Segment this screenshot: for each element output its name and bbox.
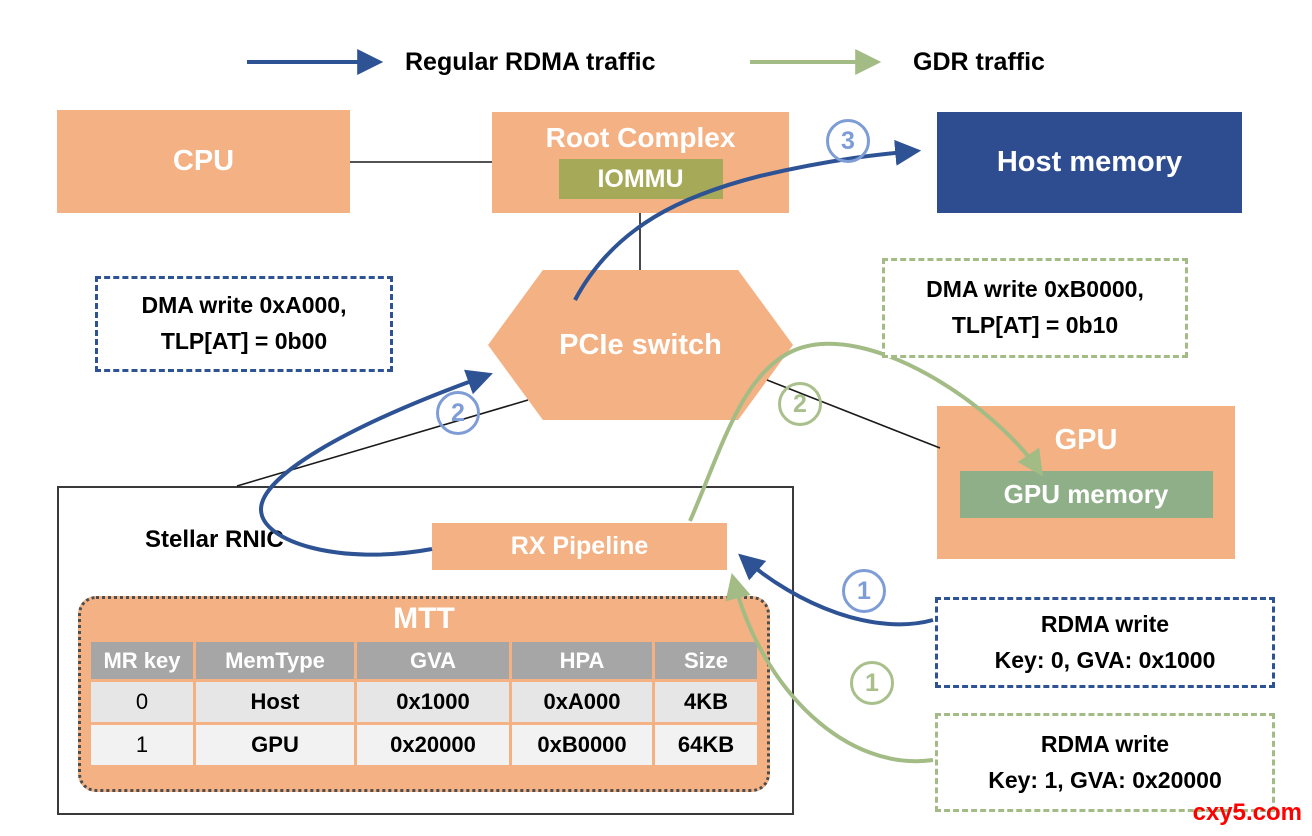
callout-dma-gpu: DMA write 0xB0000, TLP[AT] = 0b10: [882, 258, 1188, 358]
mtt-panel: MTT MR key MemType GVA HPA Size 0 Host 0…: [78, 596, 770, 792]
root-complex-label: Root Complex: [545, 122, 736, 153]
mtt-table: MR key MemType GVA HPA Size 0 Host 0x100…: [88, 639, 760, 768]
mtt-header-gva: GVA: [357, 642, 509, 679]
callout-line: Key: 1, GVA: 0x20000: [988, 766, 1222, 793]
mtt-cell: 0x1000: [357, 682, 509, 722]
mtt-cell: 64KB: [655, 725, 757, 765]
mtt-header-hpa: HPA: [512, 642, 652, 679]
mtt-header-mrkey: MR key: [91, 642, 193, 679]
callout-dma-host: DMA write 0xA000, TLP[AT] = 0b00: [95, 276, 393, 372]
callout-line: RDMA write: [1040, 610, 1170, 637]
mtt-cell: 0x20000: [357, 725, 509, 765]
mtt-cell: 0: [91, 682, 193, 722]
cpu-label: CPU: [172, 145, 235, 177]
pcie-switch-hexagon: PCIe switch: [488, 270, 793, 420]
mtt-cell: 1: [91, 725, 193, 765]
gpu-memory-box: GPU memory: [959, 471, 1213, 518]
mtt-cell: 4KB: [655, 682, 757, 722]
host-memory-box: Host memory: [937, 112, 1242, 213]
host-memory-label: Host memory: [996, 146, 1183, 178]
mtt-cell: 0xA000: [512, 682, 652, 722]
mtt-cell: 0xB0000: [512, 725, 652, 765]
callout-line: Key: 0, GVA: 0x1000: [994, 646, 1216, 673]
mtt-title: MTT: [393, 602, 455, 635]
callout-rdma-host: RDMA write Key: 0, GVA: 0x1000: [935, 597, 1275, 688]
connector-pcie-rnic: [236, 399, 529, 487]
step-badge-1-green: 1: [850, 661, 894, 705]
mtt-header-size: Size: [655, 642, 757, 679]
root-complex-box: Root Complex IOMMU: [492, 112, 789, 213]
step-badge-1-blue: 1: [842, 569, 886, 613]
stellar-rnic-label: Stellar RNIC: [145, 526, 284, 553]
callout-line: DMA write 0xA000,: [141, 292, 347, 319]
gpu-label: GPU: [1054, 424, 1118, 456]
table-row: 0 Host 0x1000 0xA000 4KB: [91, 682, 757, 722]
rx-pipeline-box: RX Pipeline: [432, 523, 727, 570]
legend-regular-label: Regular RDMA traffic: [405, 48, 656, 76]
callout-line: TLP[AT] = 0b10: [951, 312, 1119, 338]
callout-line: DMA write 0xB0000,: [926, 276, 1144, 303]
callout-line: RDMA write: [1040, 730, 1170, 757]
legend-gdr-label: GDR traffic: [913, 48, 1045, 76]
callout-line: TLP[AT] = 0b00: [160, 328, 328, 354]
cpu-box: CPU: [57, 110, 350, 213]
mtt-header-memtype: MemType: [196, 642, 354, 679]
watermark: cxy5.com: [1192, 799, 1302, 826]
mtt-header-row: MR key MemType GVA HPA Size: [91, 642, 757, 679]
callout-rdma-gpu: RDMA write Key: 1, GVA: 0x20000: [935, 713, 1275, 812]
mtt-cell: GPU: [196, 725, 354, 765]
gpu-box: GPU GPU memory: [937, 406, 1235, 559]
step-badge-2-green: 2: [778, 382, 822, 426]
iommu-box: IOMMU: [558, 159, 723, 199]
rx-pipeline-label: RX Pipeline: [510, 532, 649, 560]
step-badge-3-blue: 3: [826, 119, 870, 163]
mtt-cell: Host: [196, 682, 354, 722]
table-row: 1 GPU 0x20000 0xB0000 64KB: [91, 725, 757, 765]
gpu-memory-label: GPU memory: [1003, 479, 1169, 509]
iommu-label: IOMMU: [597, 164, 684, 193]
pcie-switch-label: PCIe switch: [559, 328, 722, 361]
step-badge-2-blue: 2: [436, 391, 480, 435]
